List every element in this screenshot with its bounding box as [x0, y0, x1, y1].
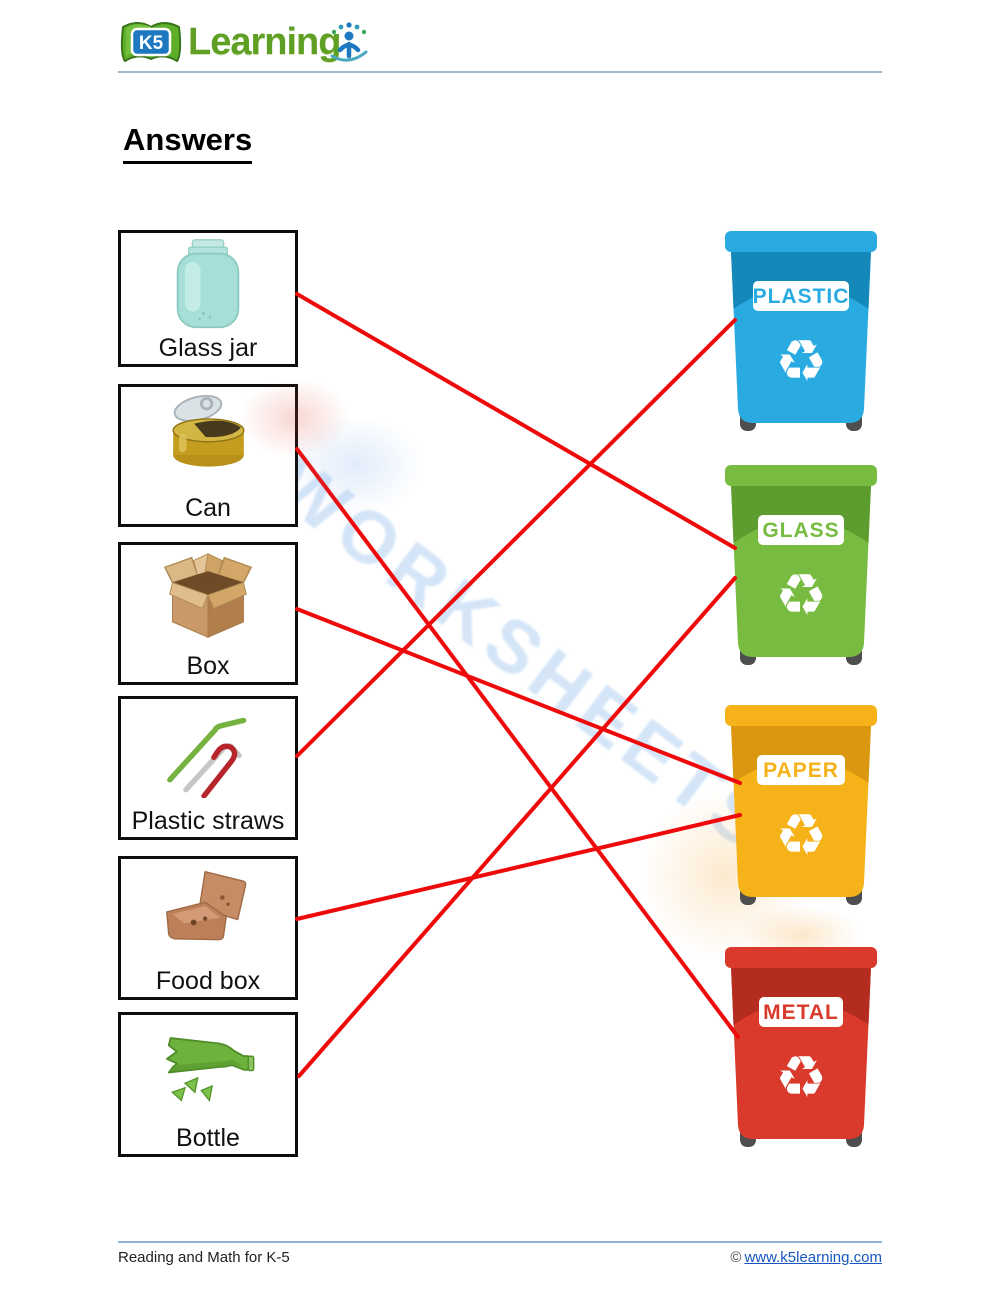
- bin-label: GLASS: [762, 519, 839, 542]
- bin-paper: PAPER ♻: [718, 699, 884, 911]
- bin-glass: GLASS ♻: [718, 459, 884, 671]
- recycle-icon: ♻: [775, 327, 827, 395]
- k5-logo-text: K5: [139, 33, 164, 54]
- cardboard-box-image: [163, 553, 253, 638]
- item-card-glass-jar: Glass jar: [118, 230, 298, 367]
- bin-label: PAPER: [763, 759, 839, 782]
- item-label: Glass jar: [158, 333, 258, 362]
- item-label: Food box: [155, 966, 261, 995]
- page-title: Answers: [123, 122, 253, 164]
- k5-learning-logo: K5 Learning: [118, 14, 368, 70]
- paper-bin-image: PAPER ♻: [725, 705, 877, 905]
- item-label: Bottle: [176, 1123, 240, 1152]
- bin-metal: METAL ♻: [718, 941, 884, 1153]
- header-divider: [118, 71, 882, 73]
- bin-plastic: PLASTIC ♻: [718, 225, 884, 437]
- metal-bin-image: METAL ♻: [725, 947, 877, 1147]
- item-card-can: Can: [118, 384, 298, 527]
- broken-bottle-image: [165, 1037, 254, 1102]
- item-label: Can: [185, 493, 231, 522]
- item-card-box: Box: [118, 542, 298, 685]
- tin-can-image: [171, 394, 245, 467]
- plastic-bin-image: PLASTIC ♻: [725, 231, 877, 431]
- footer: Reading and Math for K-5 ©www.k5learning…: [118, 1249, 882, 1266]
- glass-bin-image: GLASS ♻: [725, 465, 877, 665]
- plastic-straws-image: [166, 717, 246, 798]
- watermark-text: WORKSHEETS: [259, 440, 789, 869]
- food-box-image: [166, 870, 247, 941]
- footer-divider: [118, 1241, 882, 1243]
- logo-learning-text: Learning: [188, 20, 341, 63]
- answer-line-food-box-to-paper: [295, 813, 742, 921]
- footer-left-text: Reading and Math for K-5: [118, 1249, 290, 1266]
- copyright-symbol: ©: [730, 1249, 742, 1266]
- bin-label: PLASTIC: [753, 285, 850, 308]
- footer-right: ©www.k5learning.com: [730, 1249, 882, 1266]
- k5-logo-book-icon: K5: [120, 22, 182, 62]
- recycle-icon: ♻: [775, 561, 827, 629]
- recycle-icon: ♻: [775, 801, 827, 869]
- item-label: Plastic straws: [131, 806, 285, 835]
- bin-label: METAL: [763, 1001, 839, 1024]
- glass-jar-image: [176, 239, 240, 329]
- item-card-plastic-straws: Plastic straws: [118, 696, 298, 840]
- item-card-food-box: Food box: [118, 856, 298, 1000]
- k5learning-link[interactable]: www.k5learning.com: [744, 1249, 882, 1266]
- item-label: Box: [186, 651, 230, 680]
- recycle-icon: ♻: [775, 1043, 827, 1111]
- item-card-bottle: Bottle: [118, 1012, 298, 1157]
